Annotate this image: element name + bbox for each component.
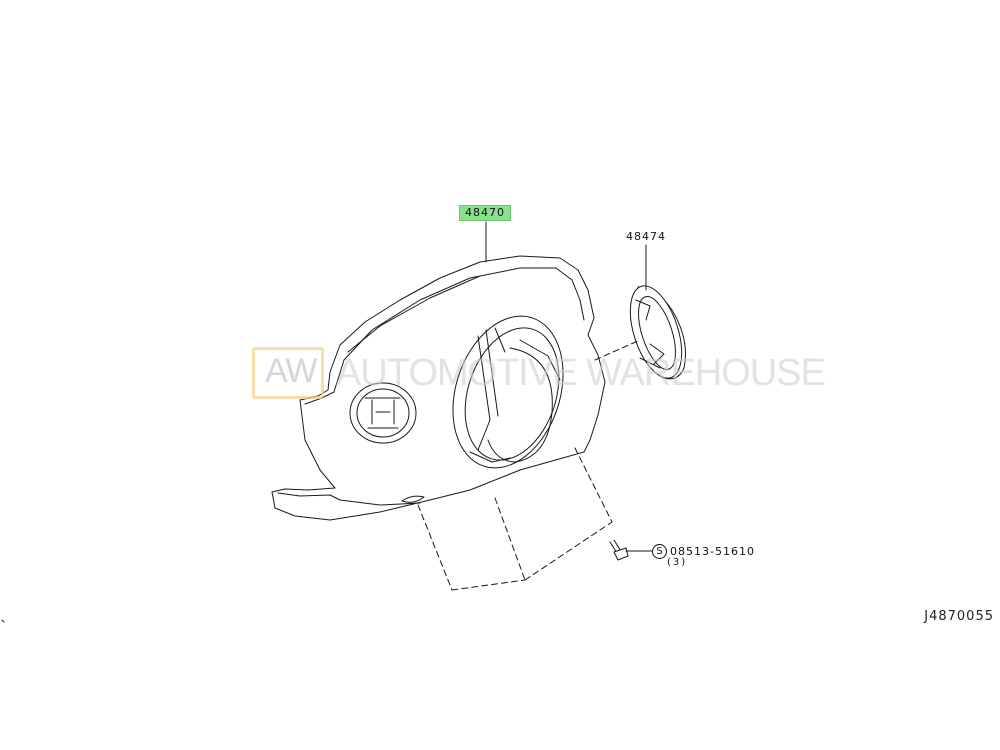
steering-column-cover <box>271 255 606 521</box>
mount-guide-lines <box>417 339 641 591</box>
switch-opening-inner <box>356 388 410 438</box>
edge-mark <box>1 619 5 623</box>
part-label-48470[interactable]: 48470 <box>459 205 511 221</box>
cover-lower-flange <box>277 492 421 506</box>
watermark-logo-text: AW <box>265 352 318 390</box>
part-label-48474[interactable]: 48474 <box>626 230 666 243</box>
screw-quantity: (3) <box>667 557 688 568</box>
cover-inner-edge <box>304 267 585 405</box>
side-cover-rim <box>629 285 683 379</box>
watermark-text: AUTOMOTIVE WAREHOUSE <box>336 352 826 394</box>
ignition-opening-ring <box>487 347 553 463</box>
cover-slot <box>401 495 425 503</box>
side-cover <box>629 285 686 380</box>
screw <box>609 539 653 561</box>
cover-top-ridge <box>347 275 481 353</box>
screw-symbol: S <box>652 544 667 559</box>
diagram-id: J4870055 <box>924 609 994 624</box>
ignition-opening-inner <box>464 327 560 461</box>
screw-part-number[interactable]: 08513-51610 <box>670 545 755 558</box>
watermark-logo <box>252 347 324 399</box>
